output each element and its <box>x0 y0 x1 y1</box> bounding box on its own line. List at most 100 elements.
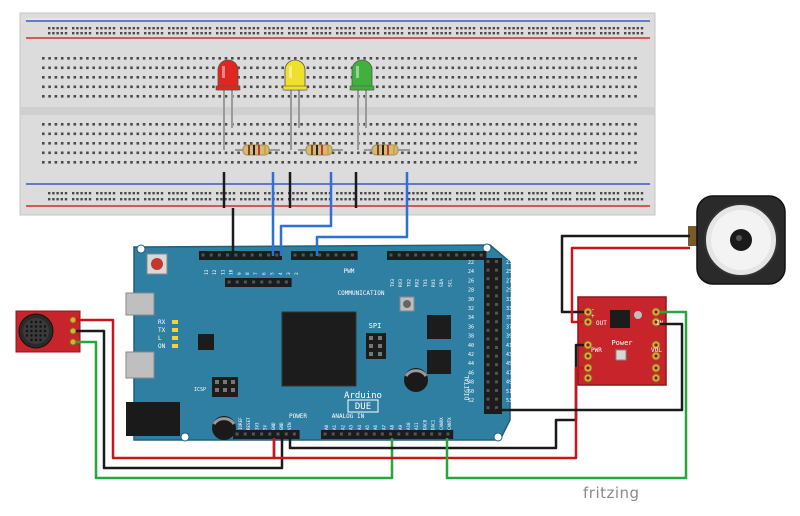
digital-pin-label: 40 <box>468 343 474 349</box>
board-brand: Arduino <box>344 391 382 401</box>
breadboard <box>19 12 656 216</box>
header-pwm-left <box>199 251 282 260</box>
wire-amp-vcc <box>272 366 584 460</box>
digital-label: DIGITAL <box>464 374 471 400</box>
digital-pin-label: 28 <box>468 288 474 294</box>
capacitor-2 <box>212 416 236 440</box>
led-red <box>215 59 241 150</box>
led-green <box>349 59 375 150</box>
digital-pin-label: 44 <box>468 361 474 367</box>
digital-pin-label: 36 <box>468 324 474 330</box>
pwm-pin-label: 10 <box>229 269 235 275</box>
digital-pin-label: 29 <box>506 288 512 294</box>
small-chip <box>427 315 451 339</box>
capacitor-1 <box>404 368 428 392</box>
digital-pin-label: 38 <box>468 334 474 340</box>
digital-pin-label: 33 <box>506 306 512 312</box>
digital-pin-label: 46 <box>468 370 474 376</box>
analog-pin-label: A5 <box>365 424 370 430</box>
digital-pin-label: 34 <box>468 315 474 321</box>
pwm-pin-label: 6 <box>261 272 267 275</box>
digital-pin-label: 39 <box>506 334 512 340</box>
board-led-label: RX <box>158 319 166 326</box>
wire-amp-in <box>445 310 688 480</box>
amp-pwr-label: PWR <box>591 347 602 354</box>
microphone-breakout <box>15 310 81 353</box>
digital-pin-label: 43 <box>506 352 512 358</box>
header-power <box>233 430 300 439</box>
led-ground-wires <box>222 172 358 208</box>
amp-out-label: OUT <box>596 320 607 327</box>
digital-pin-label: 50 <box>468 389 474 395</box>
microphone-mesh <box>25 320 47 342</box>
usb-port-native <box>125 292 155 316</box>
comm-pin-label: RX3 <box>398 279 404 287</box>
wire-speaker-plus <box>570 246 690 324</box>
power-pin-label: GND <box>279 422 284 430</box>
speaker <box>688 195 786 285</box>
digital-pin-label: 26 <box>468 278 474 284</box>
digital-pin-label: 24 <box>468 269 474 275</box>
header-aux <box>225 278 292 287</box>
header-comm <box>387 251 487 260</box>
comm-pin-label: RX1 <box>431 279 437 287</box>
power-label: POWER <box>289 413 307 420</box>
header-digital <box>484 258 502 414</box>
power-pin-label: VIN <box>287 422 292 430</box>
analog-pin-label: DAC0 <box>422 419 427 430</box>
digital-pin-label: 25 <box>506 269 512 275</box>
leds <box>215 59 375 150</box>
digital-pin-label: 49 <box>506 380 512 386</box>
wire-amp-in-gnd <box>496 322 684 412</box>
comm-pin-label: TX3 <box>390 279 396 287</box>
usb-port-programming <box>125 351 155 379</box>
communication-label: COMMUNICATION <box>338 290 385 297</box>
digital-pin-label: 23 <box>506 260 512 266</box>
pwm-pin-label: 4 <box>278 272 284 275</box>
board-led-label: L <box>158 335 162 342</box>
analog-pin-label: DAC1 <box>431 419 436 430</box>
resistor-3 <box>364 144 410 156</box>
analog-pin-label: A10 <box>406 422 411 430</box>
digital-pin-label: 22 <box>468 260 474 266</box>
icsp-header <box>212 377 238 397</box>
spi-label: SPI <box>369 322 382 330</box>
fritzing-watermark: fritzing <box>583 484 640 502</box>
amp-out-plus: + <box>591 313 595 320</box>
digital-pin-label: 42 <box>468 352 474 358</box>
dc-jack <box>126 402 180 436</box>
header-pwm-right <box>291 251 358 260</box>
resistor-1 <box>235 144 280 156</box>
analog-pin-label: A9 <box>398 424 403 430</box>
digital-pin-label: 52 <box>468 398 474 404</box>
wire-amp-gnd <box>288 343 584 450</box>
board-model: DUE <box>355 402 371 412</box>
comm-pin-label: TX1 <box>423 279 429 287</box>
analog-in-label: ANALOG IN <box>332 413 365 420</box>
header-analog <box>321 430 454 439</box>
pwm-pin-label: 7 <box>253 272 259 275</box>
digital-pin-label: 53 <box>506 398 512 404</box>
amp-vol-label: VOL <box>651 347 662 354</box>
amp-title: Power <box>611 339 632 347</box>
analog-pin-label: CANTX <box>447 417 452 430</box>
wire-led-yellow <box>279 172 333 256</box>
pwm-pin-label: 11 <box>220 269 226 275</box>
pwm-pin-label: 5 <box>270 272 276 275</box>
icsp-label: ICSP <box>194 387 206 393</box>
pwm-label: PWM <box>344 268 355 275</box>
board-led-label: TX <box>158 327 166 334</box>
board-led-label: ON <box>158 343 166 350</box>
mcu-chip <box>281 311 357 387</box>
comm-pin-label: RX2 <box>415 279 421 287</box>
resistor-2 <box>298 144 343 156</box>
digital-pin-label: 48 <box>468 380 474 386</box>
analog-pin-label: A7 <box>381 424 386 430</box>
led-yellow <box>282 59 308 150</box>
amplifier-breakout: Power OUT PWR IN VOL - + <box>577 296 667 386</box>
breadboard-channel <box>20 107 655 115</box>
comm-pin-label: TX2 <box>406 279 412 287</box>
